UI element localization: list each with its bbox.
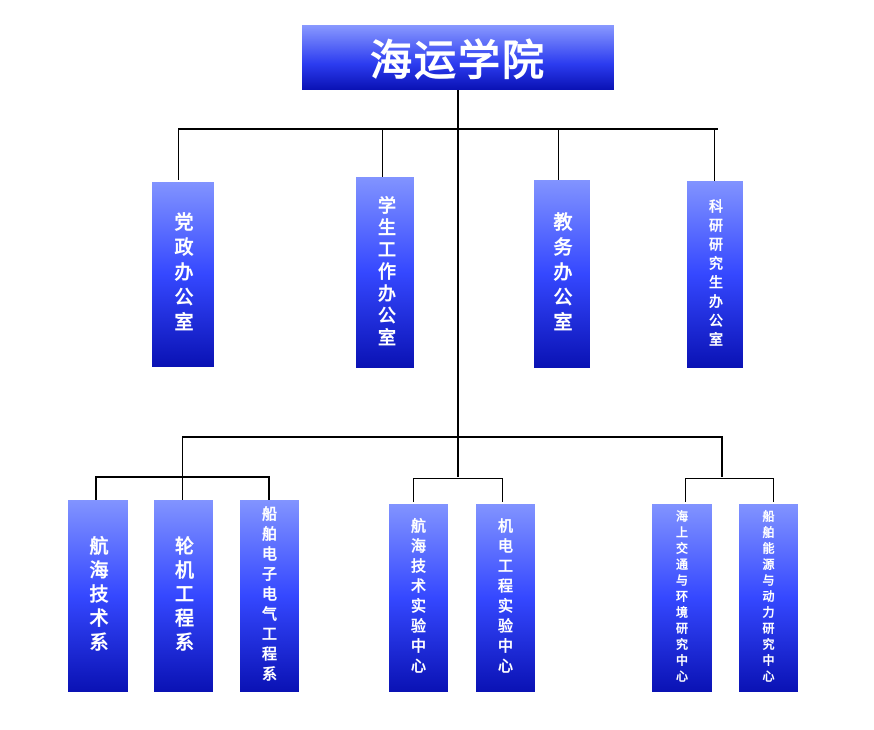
root-label: 海运学院 [369,36,546,85]
node-label: 船舶电子电气工程系 [260,506,278,686]
node-label: 教务办公室 [550,211,573,337]
office-node: 学生工作办公室 [356,177,414,368]
node-label: 党政办公室 [171,212,194,337]
node-label: 海上交通与环境研究中心 [674,510,689,686]
research-node: 船舶能源与动力研究中心 [739,504,798,692]
lab-node: 航海技术实验中心 [389,504,448,692]
node-label: 航海技术系 [86,536,109,656]
connector [502,478,503,502]
connector [457,436,459,477]
connector [178,128,179,180]
connector [382,128,383,177]
connector [413,478,503,479]
connector [178,128,718,130]
department-node: 船舶电子电气工程系 [240,500,299,692]
connector [721,436,723,477]
connector [182,436,183,477]
node-label: 科研研究生办公室 [707,198,723,351]
department-node: 轮机工程系 [154,500,213,692]
root-node: 海运学院 [302,25,614,90]
connector [95,476,97,500]
connector [773,478,774,502]
connector [268,476,270,500]
office-node: 科研研究生办公室 [687,181,743,368]
office-node: 教务办公室 [534,180,590,368]
office-node: 党政办公室 [152,182,214,367]
connector [413,478,414,502]
node-label: 轮机工程系 [172,536,194,656]
node-label: 船舶能源与动力研究中心 [761,510,775,686]
node-label: 学生工作办公室 [375,195,396,350]
connector [685,478,686,502]
node-label: 机电工程实验中心 [496,518,514,678]
connector [714,128,715,181]
lab-node: 机电工程实验中心 [476,504,535,692]
connector [558,128,559,180]
connector [182,436,723,438]
connector [685,478,774,479]
connector [457,90,459,438]
department-node: 航海技术系 [68,500,128,692]
research-node: 海上交通与环境研究中心 [652,504,712,692]
node-label: 航海技术实验中心 [409,518,427,678]
connector [182,476,183,500]
